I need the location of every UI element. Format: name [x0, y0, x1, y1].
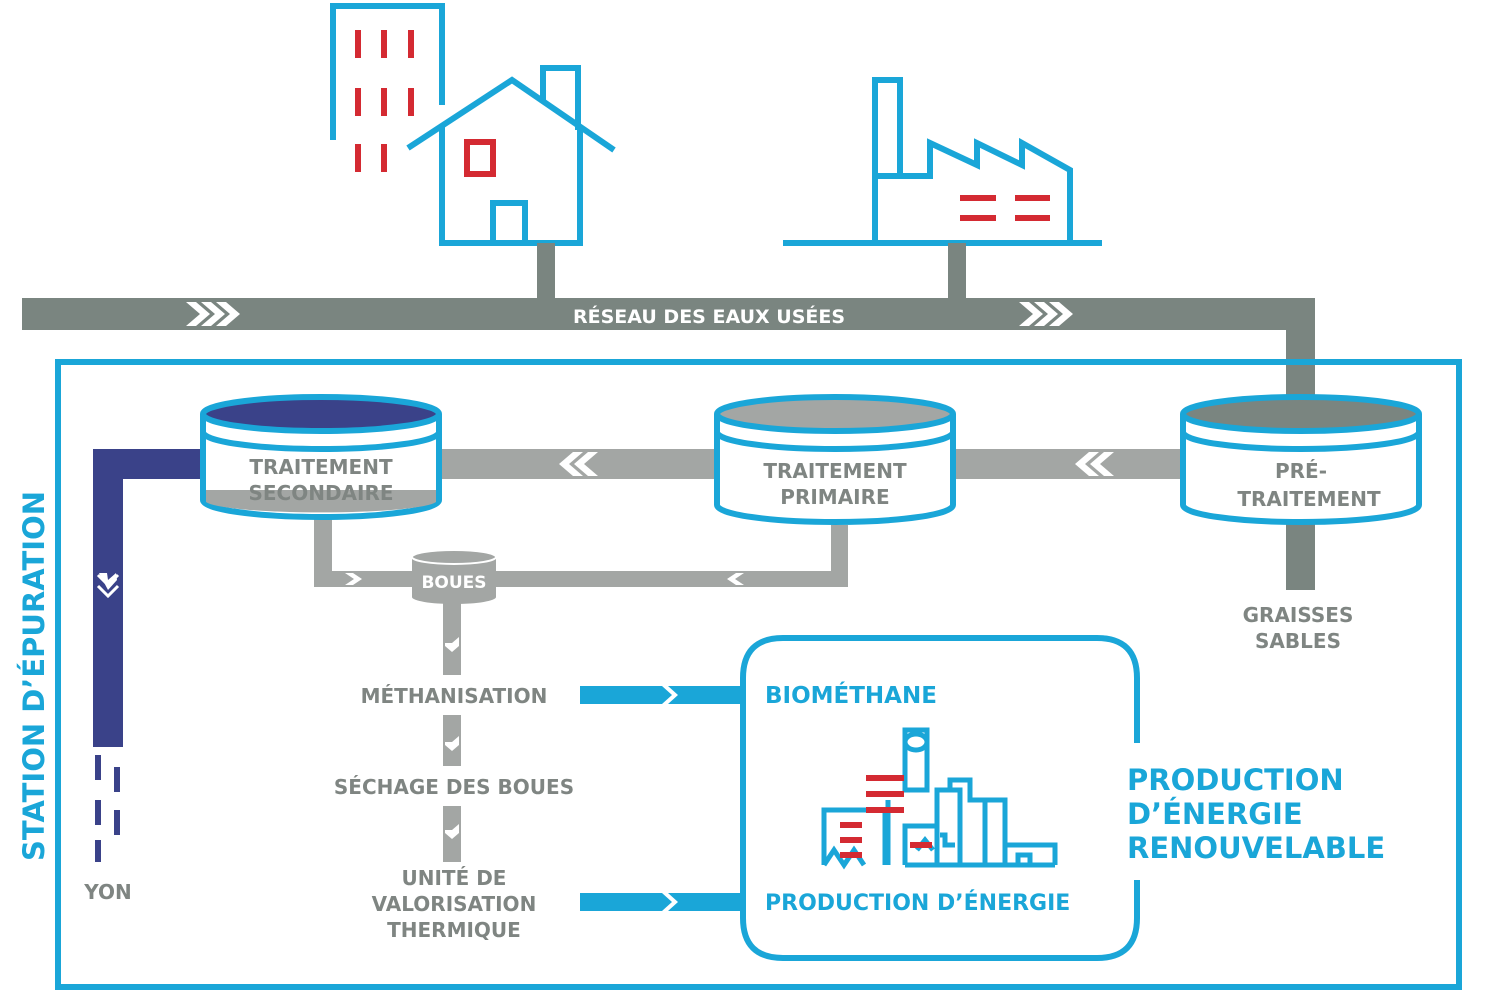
energy-production-label: PRODUCTION D’ÉNERGIE — [765, 890, 1070, 916]
house-icon — [406, 65, 616, 246]
thermal-label-3: THERMIQUE — [387, 918, 521, 942]
river-label: YON — [83, 880, 132, 904]
renewable-label-2: D’ÉNERGIE — [1127, 797, 1303, 831]
network-label: RÉSEAU DES EAUX USÉES — [573, 305, 845, 328]
river-outflow — [93, 449, 203, 862]
pre-treatment-tank — [1180, 394, 1422, 525]
renewable-label-1: PRODUCTION — [1127, 763, 1344, 797]
station-frame — [55, 359, 1462, 990]
energy-arrows — [580, 686, 742, 911]
station-label: STATION D’ÉPURATION — [17, 491, 51, 861]
biomethane-label: BIOMÉTHANE — [765, 681, 937, 709]
thermal-label-2: VALORISATION — [372, 892, 537, 916]
primary-label-2: PRIMAIRE — [780, 485, 889, 509]
renewable-label-3: RENOUVELABLE — [1127, 831, 1385, 865]
pre-label-1: PRÉ- — [1275, 459, 1327, 483]
pre-label-2: TRAITEMENT — [1237, 487, 1381, 511]
secondary-treatment-tank — [200, 394, 442, 520]
greases-label-2: SABLES — [1255, 629, 1341, 653]
energy-plant-red-accents — [840, 775, 932, 858]
primary-label-1: TRAITEMENT — [763, 459, 907, 483]
primary-treatment-tank — [714, 394, 956, 525]
sludge-tank — [411, 549, 497, 604]
greases-label-1: GRAISSES — [1243, 603, 1354, 627]
secondary-label-1: TRAITEMENT — [249, 455, 393, 479]
factory-icon — [783, 77, 1102, 246]
methanisation-label: MÉTHANISATION — [361, 684, 548, 708]
energy-box — [740, 635, 1140, 961]
thermal-label-1: UNITÉ DE — [402, 866, 507, 890]
sludge-label: BOUES — [421, 573, 486, 593]
chevron-arrow-icon — [345, 452, 1114, 839]
drying-label: SÉCHAGE DES BOUES — [334, 775, 574, 799]
sewer-network-pipe — [22, 243, 1315, 590]
energy-plant-icon — [821, 727, 1058, 870]
chevron-arrow-icon — [186, 302, 1073, 326]
apartment-building-icon — [330, 3, 445, 172]
secondary-label-2: SECONDAIRE — [248, 481, 393, 505]
